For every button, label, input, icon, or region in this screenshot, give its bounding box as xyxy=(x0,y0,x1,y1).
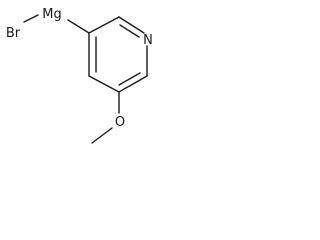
bond-c6-c5 xyxy=(118,75,148,93)
bond-c2-n1-inner xyxy=(119,24,140,38)
pyridine-ring xyxy=(88,16,148,93)
bond-c2-n1 xyxy=(118,16,145,34)
bond-c3-mg xyxy=(67,19,90,34)
bond-mg-br xyxy=(23,14,39,23)
atom-label-oxygen: O xyxy=(115,115,125,130)
bond-c6-c5-inner xyxy=(118,72,141,86)
bond-c5-c4 xyxy=(88,75,120,93)
atom-label-nitrogen: N xyxy=(143,33,153,48)
atom-label-bromine: Br xyxy=(6,26,21,41)
bond-o-methyl xyxy=(91,127,113,144)
bond-c3-c2 xyxy=(88,16,120,34)
atom-label-magnesium: Mg xyxy=(42,7,61,22)
molecule-structure: Mg Br N O xyxy=(6,7,153,144)
